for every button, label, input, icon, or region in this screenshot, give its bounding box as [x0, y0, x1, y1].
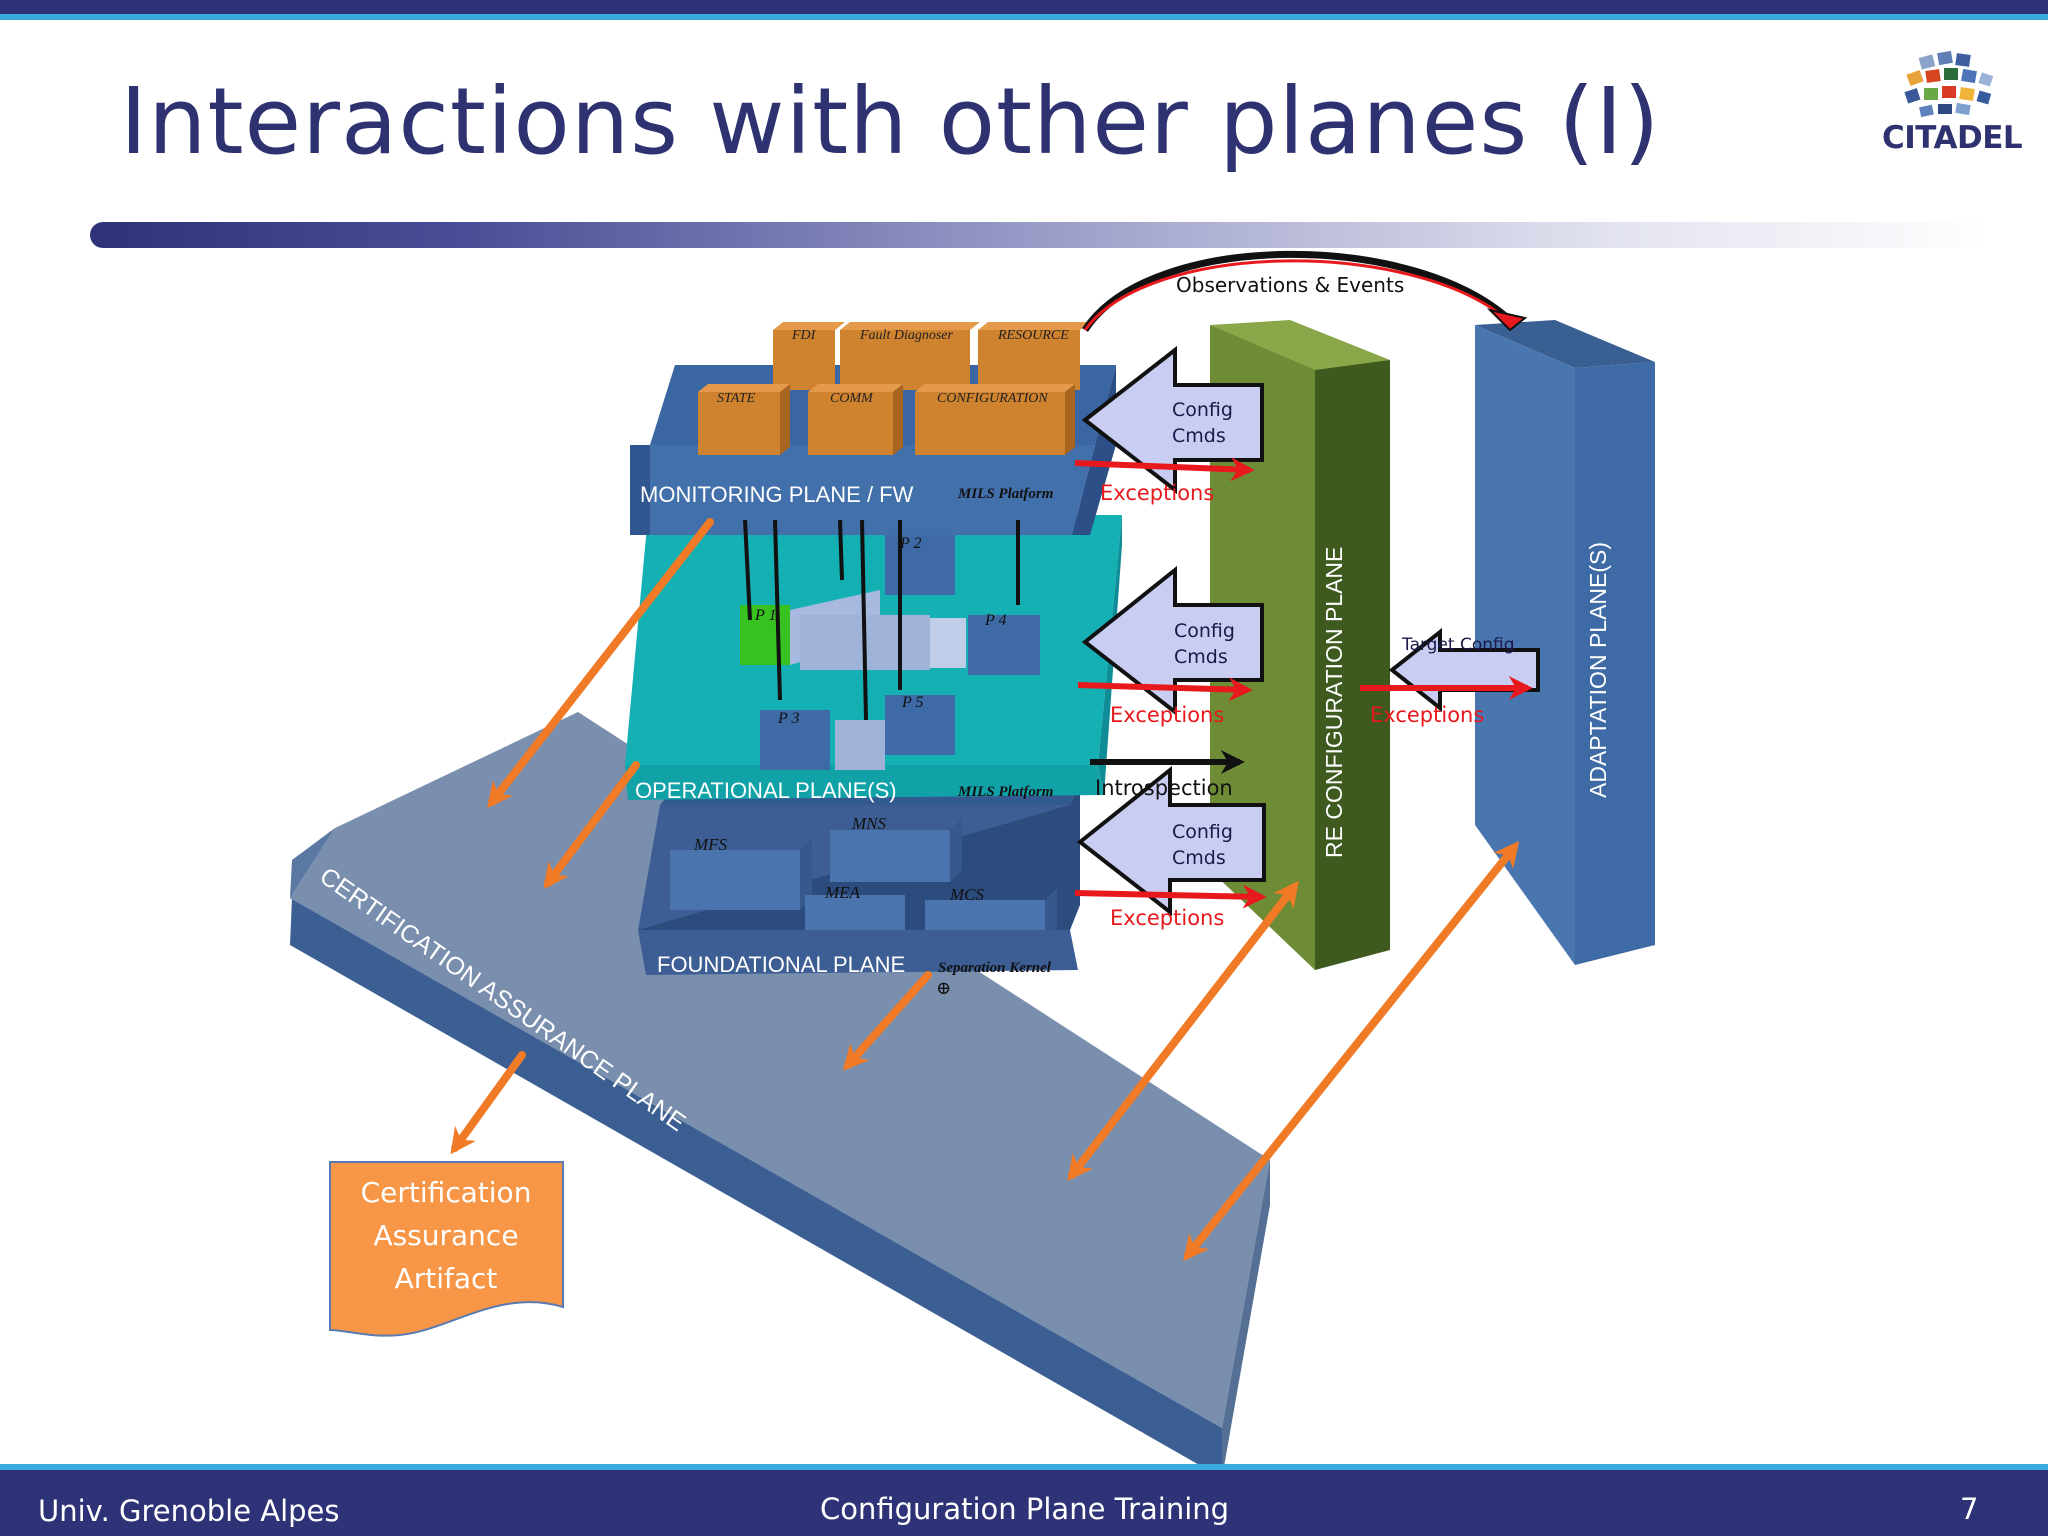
exceptions-label-2: Exceptions: [1110, 703, 1224, 727]
module-mea: MEA: [824, 883, 861, 902]
title-rule: [90, 222, 1990, 248]
module-mcs: MCS: [949, 885, 985, 904]
footer-title: Configuration Plane Training: [820, 1492, 1230, 1526]
artifact-line1: Certification: [361, 1176, 532, 1209]
introspection-label: Introspection: [1095, 776, 1233, 800]
slide-title: Interactions with other planes (I): [120, 68, 1661, 175]
adaptation-plane-label: ADAPTATION PLANE(S): [1585, 542, 1611, 798]
logo-text: CITADEL: [1882, 120, 2023, 156]
page-number: 7: [1960, 1492, 1979, 1526]
observations-arrowhead: [1486, 308, 1528, 332]
module-resource: RESOURCE: [997, 328, 1069, 343]
foundational-plane: [638, 780, 1080, 975]
config-cmds-2-line2: Cmds: [1174, 646, 1228, 668]
reconfiguration-plane-label: RE CONFIGURATION PLANE: [1321, 547, 1347, 858]
certification-plane: [290, 712, 1270, 1478]
partition-p5: P 5: [901, 694, 923, 711]
footer-bar: [0, 1470, 2048, 1536]
footer-accent: [0, 1464, 2048, 1472]
module-mfs: MFS: [693, 835, 728, 854]
exceptions-label-3: Exceptions: [1110, 906, 1224, 930]
citadel-logo-icon: [1904, 50, 1994, 118]
orange-arrows: [450, 518, 1520, 1261]
monitoring-plane: [630, 322, 1116, 535]
observations-label: Observations & Events: [1176, 273, 1404, 297]
oplus-icon: ⊕: [936, 978, 951, 999]
partition-p4: P 4: [984, 612, 1006, 629]
module-configuration: CONFIGURATION: [937, 391, 1048, 406]
monitoring-platform-label: MILS Platform: [957, 486, 1053, 502]
target-config-label: Target Config: [1401, 635, 1515, 655]
operational-plane: [625, 515, 1122, 800]
module-state: STATE: [717, 391, 756, 406]
module-fault-diagnoser: Fault Diagnoser: [859, 328, 953, 343]
partition-p2: P 2: [899, 535, 921, 552]
config-cmds-1-line1: Config: [1172, 399, 1233, 421]
partition-p1: P 1: [754, 607, 776, 624]
top-band: [0, 0, 2048, 14]
certification-artifact: [329, 1161, 564, 1337]
operational-platform-label: MILS Platform: [957, 784, 1053, 800]
operational-plane-label: OPERATIONAL PLANE(S): [635, 778, 897, 803]
module-comm: COMM: [830, 391, 874, 406]
partition-p3: P 3: [777, 710, 799, 727]
module-fdi: FDI: [791, 328, 817, 343]
artifact-line2: Assurance: [373, 1219, 518, 1252]
exceptions-label-4: Exceptions: [1370, 703, 1484, 727]
partition-connectors: [743, 519, 1020, 721]
separation-kernel-label: Separation Kernel: [938, 960, 1052, 976]
config-cmds-2-line1: Config: [1174, 620, 1235, 642]
monitoring-plane-label: MONITORING PLANE / FW: [640, 482, 914, 507]
observations-arrow: [1082, 250, 1518, 332]
config-cmds-1-line2: Cmds: [1172, 425, 1226, 447]
config-cmds-3-line1: Config: [1172, 821, 1233, 843]
artifact-line3: Artifact: [395, 1262, 498, 1295]
adaptation-plane: [1475, 320, 1655, 965]
foundational-plane-label: FOUNDATIONAL PLANE: [657, 952, 905, 977]
top-band-accent: [0, 14, 2048, 20]
module-mns: MNS: [851, 814, 887, 833]
exceptions-label-1: Exceptions: [1100, 481, 1214, 505]
footer-institution: Univ. Grenoble Alpes: [38, 1494, 340, 1528]
config-cmds-3-line2: Cmds: [1172, 847, 1226, 869]
